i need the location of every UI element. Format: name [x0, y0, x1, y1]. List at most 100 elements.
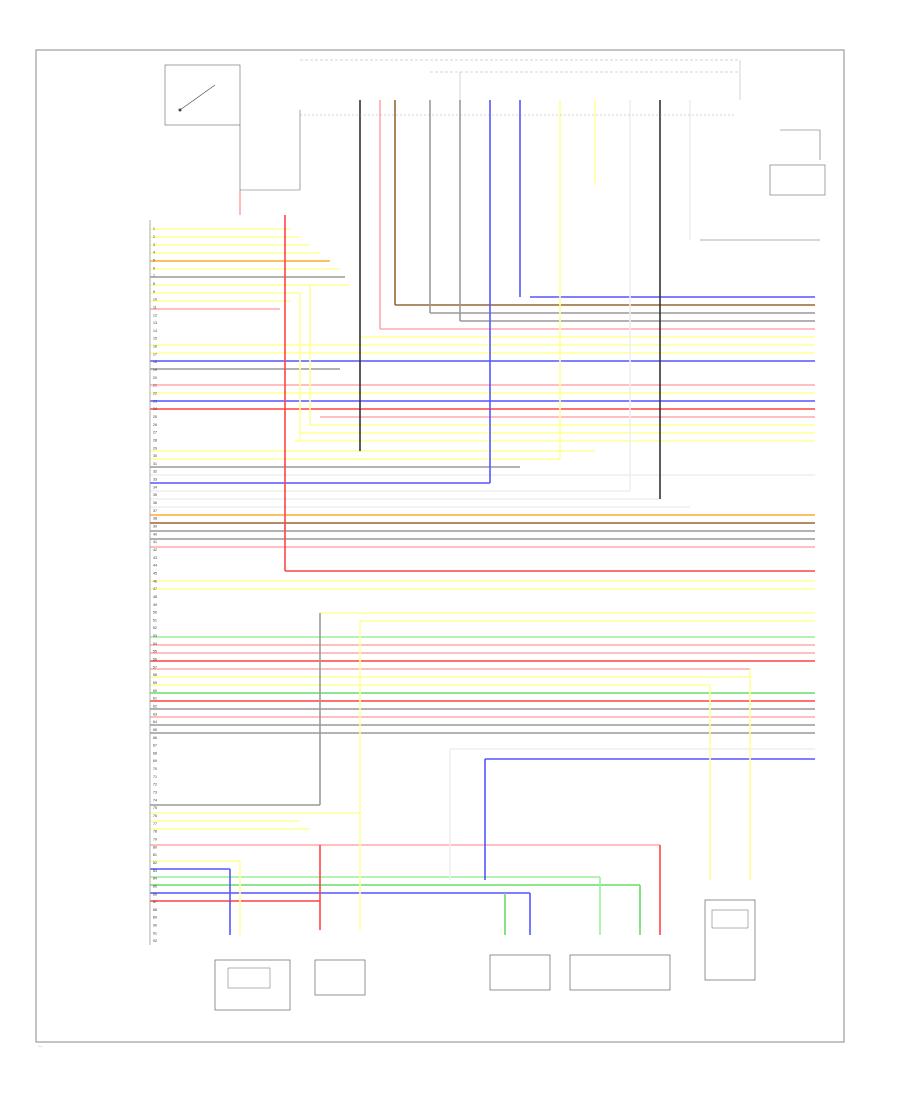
pin-number: 78	[153, 830, 157, 834]
pin-number: 63	[153, 712, 157, 716]
pin-number: 67	[153, 744, 157, 748]
pin-number: 44	[153, 564, 157, 568]
pin-number: 68	[153, 751, 157, 755]
pin-number: 38	[153, 517, 157, 521]
pin-number: 79	[153, 837, 157, 841]
pin-number: 82	[153, 861, 157, 865]
pin-number: 70	[153, 767, 157, 771]
pin-number: 53	[153, 634, 157, 638]
pin-number: 5	[153, 258, 155, 262]
pin-number: 35	[153, 493, 157, 497]
pin-number: 65	[153, 728, 157, 732]
pin-number: 64	[153, 720, 157, 724]
pin-number: 52	[153, 626, 157, 630]
pin-number: 50	[153, 611, 157, 615]
seat-belt-pretensioner-left	[214, 959, 291, 1011]
pin-number: 71	[153, 775, 157, 779]
pin-number: 16	[153, 345, 157, 349]
side-impact-sensor-right	[569, 954, 671, 991]
pin-number: 51	[153, 618, 157, 622]
pin-number: 27	[153, 431, 157, 435]
pin-number: 48	[153, 595, 157, 599]
pin-number: 12	[153, 313, 157, 317]
pin-number: 32	[153, 470, 157, 474]
pin-number: 30	[153, 454, 157, 458]
pin-number: 69	[153, 759, 157, 763]
pin-number: 46	[153, 579, 157, 583]
pin-number: 24	[153, 407, 157, 411]
pin-number: 80	[153, 845, 157, 849]
page-footer: ....	[38, 1043, 43, 1048]
pin-number: 36	[153, 501, 157, 505]
pin-number: 92	[153, 939, 157, 943]
pin-number: 57	[153, 665, 157, 669]
pin-number: 20	[153, 376, 157, 380]
pin-number: 15	[153, 337, 157, 341]
pin-number: 8	[153, 282, 155, 286]
pin-number: 66	[153, 736, 157, 740]
pin-number: 34	[153, 485, 157, 489]
pin-number: 40	[153, 532, 157, 536]
pin-number: 13	[153, 321, 157, 325]
pin-number: 76	[153, 814, 157, 818]
pin-number: 10	[153, 298, 157, 302]
pin-number: 62	[153, 704, 157, 708]
pin-number: 84	[153, 877, 157, 881]
pin-number: 3	[153, 243, 155, 247]
pin-number: 89	[153, 916, 157, 920]
pin-number: 75	[153, 806, 157, 810]
pin-number: 60	[153, 689, 157, 693]
diagram-border	[35, 49, 845, 1043]
pin-number: 9	[153, 290, 155, 294]
pin-number: 54	[153, 642, 157, 646]
side-impact-sensor-left	[489, 954, 551, 991]
pin-number: 45	[153, 571, 157, 575]
pin-number: 43	[153, 556, 157, 560]
pin-number: 19	[153, 368, 157, 372]
pin-number: 28	[153, 438, 157, 442]
pin-number: 77	[153, 822, 157, 826]
pin-number: 41	[153, 540, 157, 544]
pin-number: 2	[153, 235, 155, 239]
top-left-switch-component	[164, 64, 301, 191]
occupant-position-module	[704, 899, 756, 981]
pin-number: 39	[153, 525, 157, 529]
pin-number: 37	[153, 509, 157, 513]
pin-number: 22	[153, 392, 157, 396]
pin-number: 58	[153, 673, 157, 677]
pin-number: 26	[153, 423, 157, 427]
pin-number: 21	[153, 384, 157, 388]
pin-number: 18	[153, 360, 157, 364]
pin-number: 1	[153, 227, 155, 231]
pin-number: 61	[153, 697, 157, 701]
pin-number: 85	[153, 884, 157, 888]
pin-number: 33	[153, 478, 157, 482]
pin-number: 29	[153, 446, 157, 450]
top-connector-strip	[300, 59, 741, 116]
bottom-components	[214, 899, 756, 1011]
pin-number: 42	[153, 548, 157, 552]
pin-number: 88	[153, 908, 157, 912]
pin-number: 4	[153, 251, 155, 255]
pin-number: 81	[153, 853, 157, 857]
pin-number: 56	[153, 658, 157, 662]
horizontal-wires	[150, 228, 815, 902]
pin-number: 25	[153, 415, 157, 419]
pin-number: 87	[153, 900, 157, 904]
pin-number: 91	[153, 931, 157, 935]
pin-number: 74	[153, 798, 157, 802]
pin-number: 59	[153, 681, 157, 685]
pin-number: 31	[153, 462, 157, 466]
pin-number: 86	[153, 892, 157, 896]
pin-number: 23	[153, 399, 157, 403]
pin-number: 83	[153, 869, 157, 873]
left-pin-numbers: 1234567891011121314151617181920212223242…	[153, 227, 157, 943]
seat-belt-pretensioner-right	[314, 959, 366, 996]
pin-number: 72	[153, 783, 157, 787]
pin-number: 17	[153, 352, 157, 356]
pin-number: 6	[153, 266, 155, 270]
pin-number: 90	[153, 924, 157, 928]
vertical-wires	[229, 100, 751, 935]
pin-number: 7	[153, 274, 155, 278]
